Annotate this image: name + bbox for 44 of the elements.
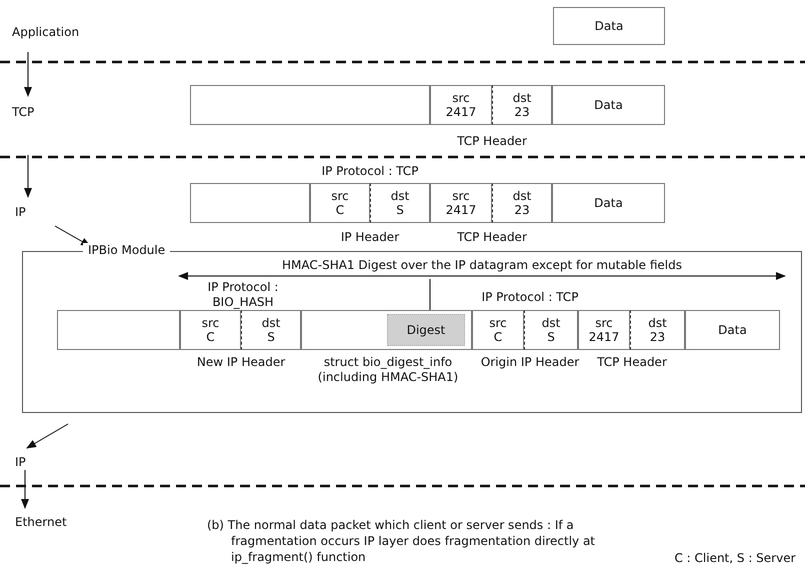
layer-label: IP (15, 205, 26, 219)
packet-field (190, 85, 430, 125)
packet-field: Data (552, 183, 665, 223)
packet-field (190, 183, 310, 223)
packet-field: src 2417 (430, 183, 492, 223)
packet-field: dst 23 (492, 85, 552, 125)
abbreviation-note: C : Client, S : Server (673, 551, 797, 566)
layer-label: Ethernet (15, 515, 67, 529)
arrow (21, 470, 29, 509)
protocol-note: IP Protocol : TCP (480, 290, 580, 305)
packet-field: dst 23 (492, 183, 552, 223)
header-caption: IP Header (340, 230, 400, 245)
header-caption: TCP Header (456, 230, 528, 245)
packet-field: Data (553, 7, 665, 45)
arrow (24, 52, 32, 97)
packet-field: dst S (241, 310, 301, 350)
packet-field: Data (685, 310, 780, 350)
arrow (26, 424, 68, 448)
packet-field (301, 310, 472, 350)
layer-label: Application (12, 25, 80, 39)
packet-field: src C (180, 310, 241, 350)
packet-field: dst 23 (630, 310, 685, 350)
protocol-note: IP Protocol : BIO_HASH (206, 280, 280, 310)
span-caption: HMAC-SHA1 Digest over the IP datagram except for mutable fields (282, 258, 682, 272)
header-caption: TCP Header (456, 134, 528, 149)
header-caption: TCP Header (596, 355, 668, 370)
protocol-note: IP Protocol : TCP (320, 164, 420, 179)
packet-field: Data (552, 85, 665, 125)
arrow (24, 154, 32, 198)
header-caption: Origin IP Header (480, 355, 580, 370)
figure-caption: (b) The normal data packet which client or server sends : If a fragmentation occurs IP layer does fragmentation directly at ip_fragment() function (207, 517, 596, 565)
packet-field: src C (310, 183, 370, 223)
packet-field: dst S (370, 183, 430, 223)
digest-field: Digest (387, 314, 465, 346)
packet-field: src C (472, 310, 524, 350)
packet-field: src 2417 (430, 85, 492, 125)
packet-field: src 2417 (578, 310, 630, 350)
packet-field (57, 310, 180, 350)
header-caption: struct bio_digest_info (including HMAC-SHA1) (316, 355, 460, 385)
packet-field: dst S (524, 310, 578, 350)
layer-label: IP (15, 455, 26, 469)
header-caption: New IP Header (196, 355, 286, 370)
module-title: IPBio Module (83, 243, 170, 257)
layer-label: TCP (12, 105, 34, 119)
